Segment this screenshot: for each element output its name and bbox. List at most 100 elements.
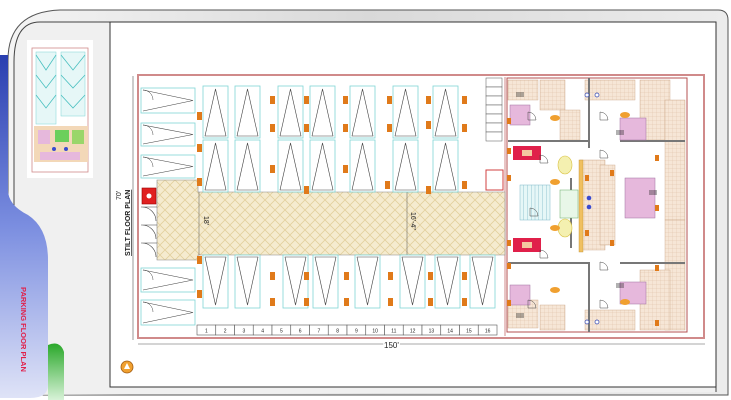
- parking-number-cell: 2: [215, 324, 235, 336]
- armchair: [620, 299, 630, 305]
- car-symbol: [394, 88, 417, 137]
- structural-column: [197, 178, 202, 186]
- structural-column: [655, 205, 659, 211]
- car-symbol: [311, 142, 334, 191]
- structural-column: [387, 124, 392, 132]
- parking-bay: [354, 254, 381, 309]
- structural-column: [610, 170, 614, 176]
- sink: [586, 195, 592, 201]
- parking-number: 11: [391, 329, 396, 335]
- bay-outline: [392, 139, 419, 193]
- parking-number-cell: 13: [421, 324, 442, 336]
- structural-column: [270, 165, 275, 173]
- structural-column: [585, 230, 589, 236]
- car-symbol: [279, 88, 302, 137]
- door-swing: [529, 207, 539, 217]
- car-symbol: [236, 142, 259, 191]
- door-swing: [142, 269, 154, 281]
- balcony-railing: [649, 190, 657, 195]
- structural-column: [462, 124, 467, 132]
- parking-number-cell: 8: [327, 324, 348, 336]
- structural-column: [462, 298, 467, 306]
- toilet-fixture: [584, 92, 590, 98]
- parking-bay: [140, 154, 196, 179]
- parking-number: 5: [280, 329, 283, 335]
- car-symbol: [204, 88, 227, 137]
- tiled-floor: [507, 79, 539, 101]
- bay-outline: [202, 254, 229, 309]
- parking-bay: [392, 85, 419, 139]
- bay-outline: [234, 85, 261, 139]
- parking-number: 3: [242, 329, 245, 335]
- staircase: [519, 184, 551, 221]
- parking-number-cell: 6: [290, 324, 310, 336]
- bed: [619, 281, 647, 305]
- balcony-railing: [616, 283, 624, 288]
- drive-width-right: 16'-4": [409, 212, 416, 230]
- parking-bay: [202, 139, 229, 193]
- lift-symbol: [146, 193, 152, 199]
- structural-column: [304, 272, 309, 280]
- side-panel-blue: [0, 55, 48, 398]
- parking-number-cell: 14: [440, 324, 460, 336]
- car-symbol: [279, 142, 302, 191]
- interior-wall: [508, 140, 588, 142]
- meter-cell: [485, 95, 503, 106]
- car-symbol: [142, 124, 194, 145]
- car-symbol: [236, 88, 259, 137]
- structural-column: [655, 320, 659, 326]
- plan-title: STILT FLOOR PLAN: [125, 190, 132, 256]
- parking-number-cell: 11: [384, 324, 404, 336]
- bay-outline: [277, 139, 304, 193]
- interior-wall: [508, 262, 588, 264]
- parking-bay: [349, 85, 376, 139]
- interior-wall: [588, 262, 590, 332]
- car-symbol: [471, 256, 494, 306]
- tiled-floor: [584, 309, 636, 331]
- bay-outline: [349, 85, 376, 139]
- bay-outline: [349, 139, 376, 193]
- door-swing: [141, 206, 157, 222]
- bay-outline: [234, 254, 261, 309]
- bed: [619, 117, 647, 141]
- bay-outline: [309, 85, 336, 139]
- armchair: [550, 287, 560, 293]
- meter-cell: [485, 77, 503, 88]
- structural-column: [344, 298, 349, 306]
- car-symbol: [436, 256, 459, 306]
- structural-column: [610, 240, 614, 246]
- tiled-floor: [539, 79, 566, 111]
- parking-number: 16: [485, 329, 491, 335]
- meter-cell: [485, 104, 503, 115]
- bay-outline: [140, 299, 196, 326]
- car-symbol: [284, 256, 307, 306]
- parking-bay: [309, 85, 336, 139]
- car-symbol: [204, 256, 227, 306]
- structural-column: [585, 175, 589, 181]
- structural-column: [343, 96, 348, 104]
- structural-column: [388, 298, 393, 306]
- structural-column: [388, 272, 393, 280]
- structural-column: [462, 272, 467, 280]
- door-swing: [599, 299, 609, 309]
- bay-outline: [277, 85, 304, 139]
- structural-column: [270, 272, 275, 280]
- door-swing: [527, 299, 537, 309]
- apartment-outer-wall: [506, 77, 688, 333]
- car-symbol: [394, 142, 417, 191]
- bed: [509, 284, 531, 306]
- structural-column: [197, 112, 202, 120]
- tiled-floor: [599, 164, 616, 246]
- meter-cell: [485, 113, 503, 124]
- balcony-railing: [516, 313, 524, 318]
- bay-outline: [434, 254, 461, 309]
- parking-number: 4: [261, 329, 264, 335]
- structural-column: [426, 186, 431, 194]
- structural-column: [270, 298, 275, 306]
- structural-column: [343, 124, 348, 132]
- parking-number: 13: [429, 329, 435, 335]
- bay-outline: [140, 267, 196, 293]
- cell-outline: [477, 324, 498, 336]
- parking-bay: [349, 139, 376, 193]
